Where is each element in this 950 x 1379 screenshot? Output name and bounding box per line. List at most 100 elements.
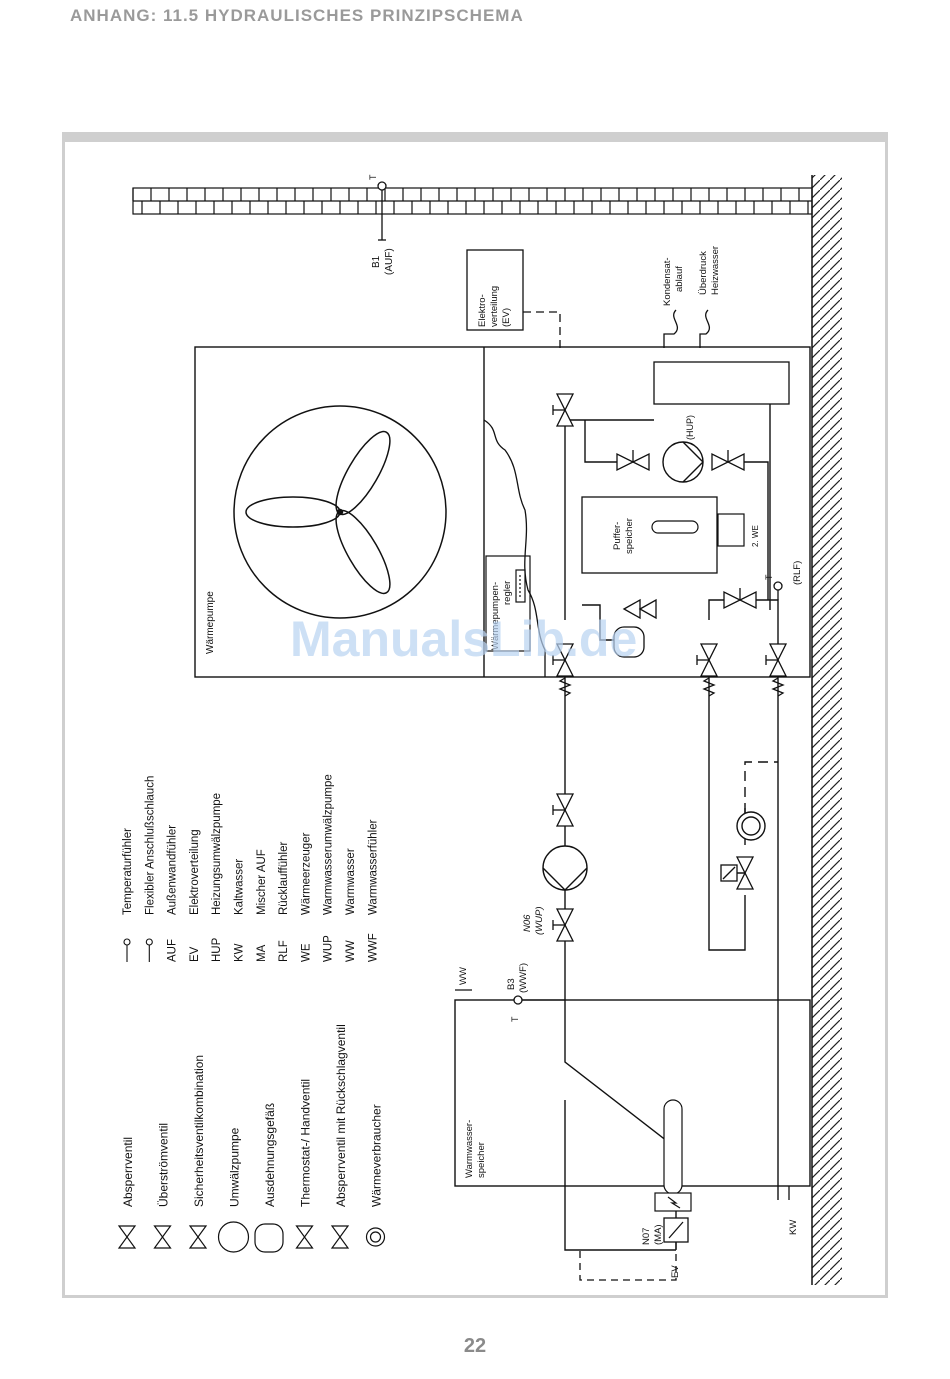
label-t-rlf: T — [764, 574, 774, 580]
page-header: ANHANG: 11.5 HYDRAULISCHES PRINZIPSCHEMA — [70, 6, 524, 25]
legend-abbr-7: MA — [256, 944, 268, 962]
label-regler-2: regler — [502, 581, 513, 605]
legend-desc-5: Heizungsumwälzpumpe — [211, 793, 223, 915]
return-sensor-rlf — [773, 581, 783, 600]
legend-desc-9: Wärmeerzeuger — [300, 832, 312, 915]
fan-icon — [233, 405, 447, 619]
label-elektro-2: verteilung — [489, 286, 500, 327]
ground-hatching — [811, 175, 842, 1285]
valve-return-out — [696, 643, 719, 677]
hot-water-tank — [454, 999, 811, 1187]
legend-desc-8: Rücklauffühler — [278, 842, 290, 915]
tank-heating-rod — [663, 1099, 683, 1195]
safety-valve-icon — [622, 598, 657, 620]
thermostatventil-icon — [295, 1225, 314, 1249]
label-rlf: (RLF) — [792, 561, 803, 585]
label-b3: B3 — [506, 978, 517, 990]
legend-abbr-5: HUP — [211, 937, 223, 962]
ueberstroemventil-icon — [153, 1225, 172, 1249]
heat-pump-housing — [194, 346, 811, 678]
legend-label-2: Überströmventil — [157, 1123, 171, 1207]
legend-abbr-10: WUP — [323, 935, 335, 962]
label-n07: N07 — [641, 1228, 652, 1245]
label-n06: N06 — [522, 914, 533, 932]
legend-desc-11: Warmwasser — [345, 848, 357, 915]
heat-consumer-icon — [736, 811, 766, 841]
elektro-dashed-line — [523, 311, 561, 350]
valve-hup-left — [616, 450, 650, 472]
absperrventil-icon — [117, 1225, 137, 1249]
flexible-hose-icon — [145, 938, 153, 962]
ausdehnungsgefaess-icon — [254, 1223, 284, 1253]
hot-water-sensor-b3 — [513, 995, 565, 1005]
label-kw: KW — [788, 1220, 799, 1235]
flex-hose-2 — [702, 677, 716, 697]
legend-desc-4: Elektroverteilung — [189, 829, 201, 915]
legend-desc-10: Warmwasserumwälzpumpe — [323, 774, 335, 915]
legend-label-7: Absperrventil mit Rückschlagventil — [334, 1024, 348, 1207]
label-kondensat-2: ablauf — [674, 266, 685, 292]
thermostat-valve-icon — [720, 864, 745, 882]
shutoff-valves — [552, 393, 788, 942]
outer-wall — [132, 187, 813, 215]
label-wwf: (WWF) — [518, 963, 529, 993]
second-heater-box — [717, 513, 745, 547]
legend-label-8: Wärmeverbraucher — [370, 1104, 384, 1207]
heating-pump-hup-icon — [662, 441, 704, 483]
diagram-frame — [62, 132, 888, 1298]
rueckschlagventil-icon — [330, 1225, 350, 1249]
label-kondensat-1: Kondensat- — [662, 257, 673, 306]
mixer-valve-n07 — [663, 1217, 689, 1243]
legend-desc-1: Temperaturfühler — [122, 828, 134, 915]
label-ws-2: speicher — [476, 1142, 487, 1178]
waermeverbraucher-icon — [365, 1227, 386, 1247]
label-b1: B1 — [371, 255, 382, 268]
temperature-sensor-icon — [123, 938, 131, 962]
valve-overflow — [723, 588, 757, 610]
elektroverteilung-box — [466, 249, 524, 331]
label-we: 2. WE — [751, 525, 760, 547]
watermark: ManualsLib.de — [290, 611, 637, 667]
label-puffer-1: Puffer- — [612, 522, 623, 550]
electric-heater-box — [654, 1192, 692, 1212]
label-elektro-3: (EV) — [501, 308, 512, 327]
ev-dashed-line — [579, 1242, 677, 1281]
lightning-icon — [667, 1196, 681, 1209]
page-number: 22 — [463, 1335, 487, 1357]
legend-label-5: Ausdehnungsgefäß — [263, 1103, 277, 1207]
buffer-heating-rod — [651, 520, 699, 534]
legend-label-6: Thermostat-/ Handventil — [299, 1079, 313, 1207]
legend-desc-3: Außenwandfühler — [167, 825, 179, 915]
label-hup: (HUP) — [685, 415, 695, 440]
label-elektro-1: Elektro- — [477, 294, 488, 327]
valve-return-2 — [765, 643, 788, 677]
label-ww: WW — [458, 967, 469, 985]
heat-pump-controller — [485, 555, 531, 652]
umwaelzpumpe-icon — [217, 1221, 250, 1253]
sicherheitsventil-icon — [188, 1225, 208, 1249]
valve-supply-top — [552, 393, 575, 427]
label-ma: (MA) — [653, 1224, 664, 1245]
heating-piping — [564, 404, 779, 1251]
legend-abbr-3: AUF — [167, 939, 179, 962]
outdoor-sensor-b1 — [377, 181, 387, 241]
hot-water-pump-wup-icon — [542, 845, 588, 891]
expansion-vessel-icon — [613, 626, 645, 658]
flex-hose-1 — [558, 677, 572, 697]
label-ws-1: Warmwasser- — [464, 1120, 475, 1178]
legend-desc-7: Mischer AUF — [256, 849, 268, 915]
label-waermepumpe: Wärmepumpe — [205, 591, 216, 654]
label-wup: (WUP) — [534, 907, 545, 936]
legend-abbr-6: KW — [234, 943, 246, 962]
valve-hup-right — [711, 450, 745, 472]
legend-abbr-12: WWF — [367, 933, 379, 962]
label-regler-1: Wärmepumpen- — [490, 582, 501, 650]
label-ev: EV — [670, 1265, 681, 1278]
legend-abbr-11: WW — [345, 940, 357, 962]
label-ueberdruck-1: Überdruck — [698, 251, 709, 295]
label-puffer-2: speicher — [624, 518, 635, 554]
legend-label-4: Umwälzpumpe — [228, 1127, 242, 1207]
